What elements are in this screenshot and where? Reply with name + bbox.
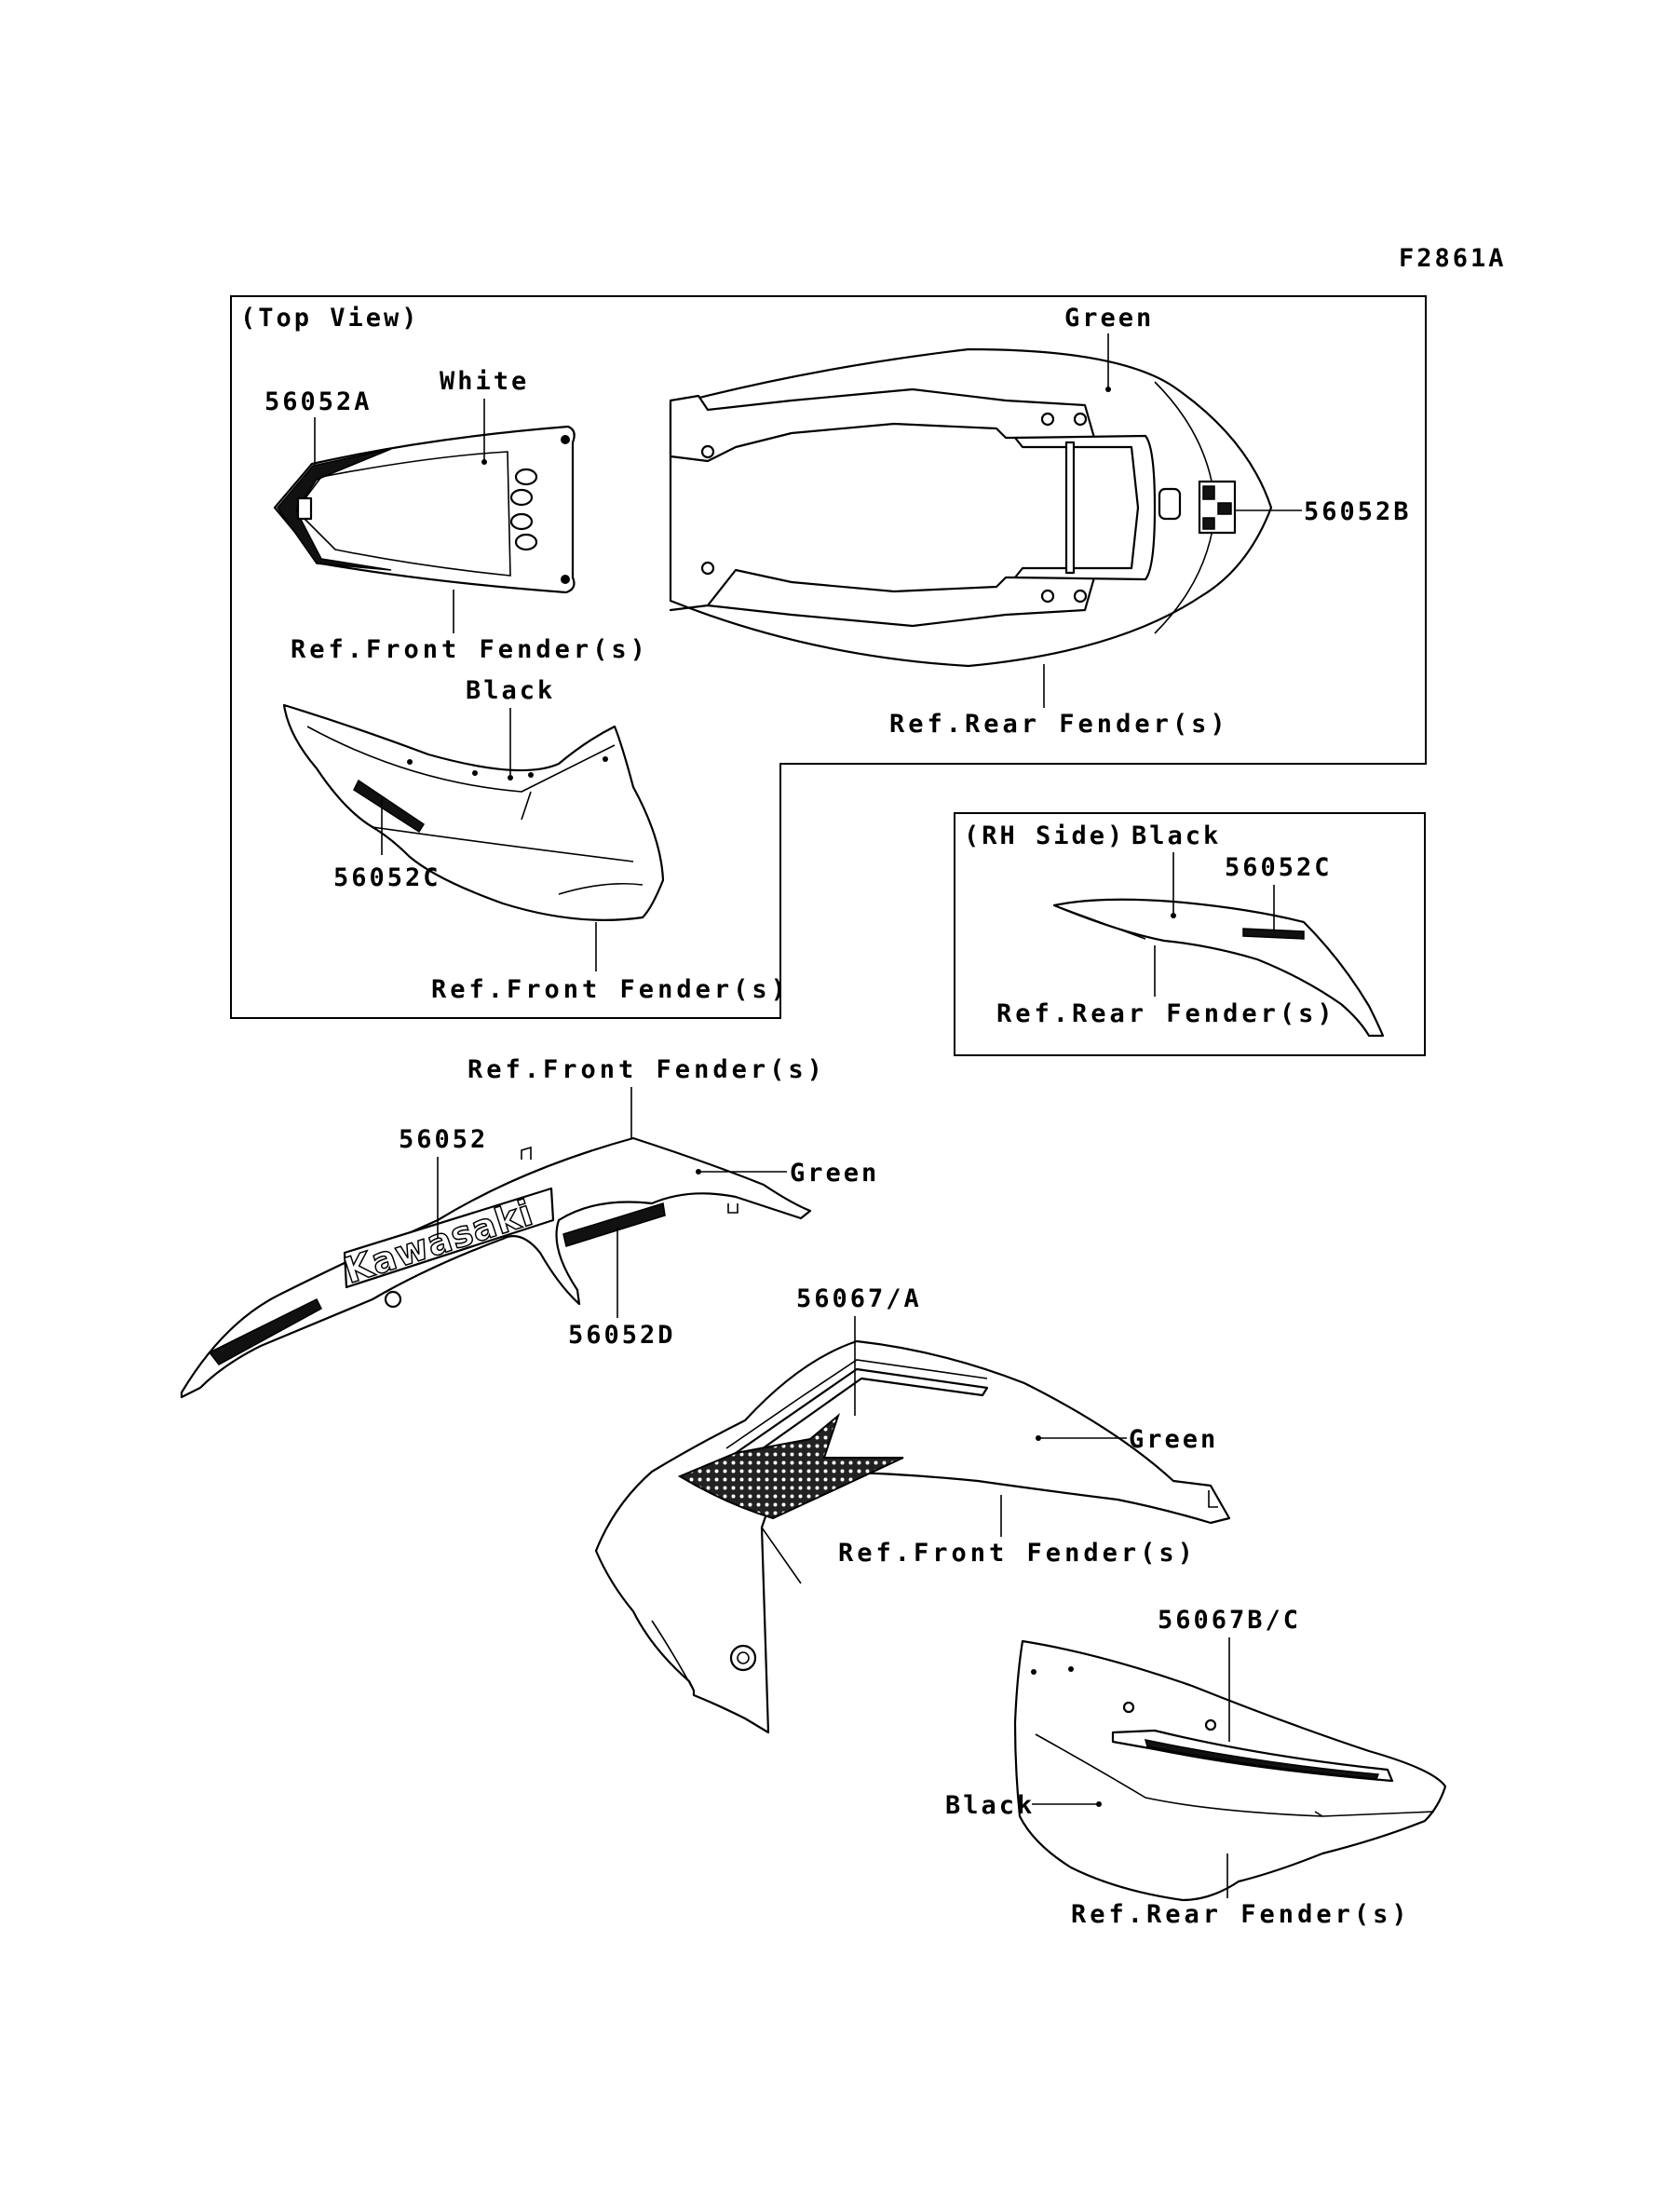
rear-fender-top-view (669, 347, 1273, 668)
label-56052: 56052 (399, 1125, 488, 1154)
label-white: White (440, 367, 529, 396)
top-view-frame (230, 295, 1427, 1019)
decal-56052A (296, 496, 313, 521)
label-ref-rear-fender-rh: Ref.Rear Fender(s) (996, 999, 1336, 1028)
label-56067BC: 56067B/C (1158, 1606, 1301, 1635)
rh-side-label: (RH Side) (964, 822, 1125, 850)
rh-side-frame (954, 812, 1426, 1056)
label-black-top: Black (466, 676, 555, 705)
label-black-lower: Black (945, 1791, 1035, 1820)
label-ref-rear-fender-2: Ref.Rear Fender(s) (1071, 1900, 1411, 1929)
top-view-label: (Top View) (240, 304, 420, 333)
decal-56052C-rh (1242, 928, 1305, 940)
front-fender-top-view (273, 425, 576, 594)
front-fender-side-black (282, 703, 665, 921)
label-56052C-top: 56052C (333, 863, 441, 892)
label-black-rh: Black (1131, 822, 1221, 850)
label-green-mid: Green (790, 1159, 879, 1188)
label-56052A: 56052A (264, 387, 373, 416)
label-ref-front-fender-4: Ref.Front Fender(s) (838, 1539, 1197, 1568)
figure-code: F2861A (1399, 244, 1507, 273)
label-ref-front-fender-3: Ref.Front Fender(s) (467, 1055, 826, 1084)
label-56052C-rh: 56052C (1225, 853, 1333, 882)
label-ref-front-fender-2: Ref.Front Fender(s) (431, 975, 790, 1004)
decal-56052D (562, 1202, 666, 1247)
kawasaki-decal-text: Kawasaki (339, 1192, 538, 1292)
decal-56052C-top (353, 779, 426, 834)
label-green-top: Green (1064, 304, 1154, 333)
side-cover-black (1013, 1639, 1447, 1902)
label-ref-front-fender-1: Ref.Front Fender(s) (291, 635, 649, 664)
decal-56067A-mesh (677, 1412, 904, 1520)
label-green-lower: Green (1129, 1425, 1218, 1454)
radiator-shroud-green (594, 1339, 1231, 1734)
label-ref-rear-fender-1: Ref.Rear Fender(s) (889, 710, 1229, 739)
label-56052D: 56052D (568, 1321, 676, 1350)
rear-fender-rh-side (1052, 898, 1385, 1038)
label-56067A: 56067/A (796, 1284, 922, 1313)
label-56052B: 56052B (1304, 497, 1412, 526)
fender-holes (509, 435, 570, 584)
decal-56052B (1198, 480, 1237, 535)
front-fender-side-green: Kawasaki (180, 1136, 812, 1399)
